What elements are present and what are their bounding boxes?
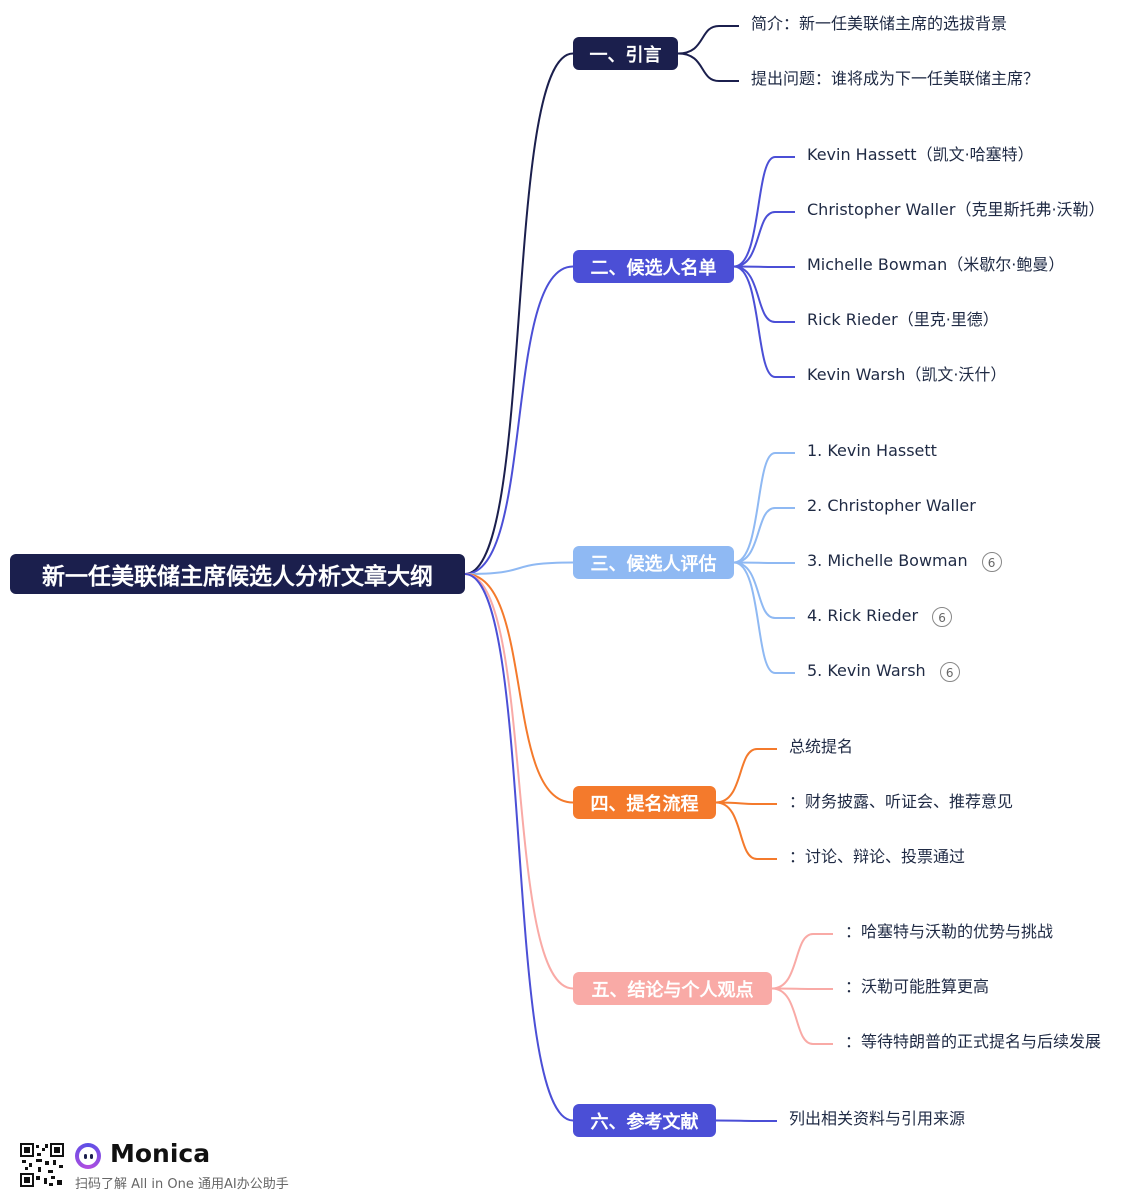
leaf-text: ：等待特朗普的正式提名与后续发展	[845, 1032, 1102, 1051]
leaf-node[interactable]: Michelle Bowman（米歇尔·鲍曼）	[807, 255, 1064, 275]
leaf-node[interactable]: ：沃勒可能胜算更高	[845, 977, 989, 997]
edge-branch-leaf	[733, 211, 776, 268]
root-node[interactable]: 新一任美联储主席候选人分析文章大纲	[10, 554, 465, 594]
edge-root-branch	[464, 573, 574, 1122]
branch-node[interactable]: 五、结论与个人观点	[573, 972, 772, 1005]
leaf-text: 4. Rick Rieder	[807, 606, 919, 625]
branch-node[interactable]: 二、候选人名单	[573, 250, 734, 283]
leaf-node[interactable]: Kevin Hassett（凯文·哈塞特）	[807, 145, 1034, 165]
qr-code-icon	[20, 1143, 64, 1187]
edge-branch-leaf	[715, 748, 758, 804]
leaf-node[interactable]: 2. Christopher Waller	[807, 496, 976, 516]
leaf-node[interactable]: 提出问题：谁将成为下一任美联储主席？	[751, 69, 1039, 89]
edge-root-branch	[464, 561, 574, 575]
citation-badge[interactable]: 6	[939, 661, 960, 682]
leaf-node[interactable]: 总统提名	[789, 737, 853, 757]
branch-node[interactable]: 六、参考文献	[573, 1104, 716, 1137]
leaf-node[interactable]: ：等待特朗普的正式提名与后续发展	[845, 1032, 1101, 1052]
footer: Monica 扫码了解 All in One 通用AI办公助手	[20, 1139, 320, 1193]
branch-node[interactable]: 一、引言	[573, 37, 678, 70]
leaf-text: 总统提名	[789, 737, 854, 756]
leaf-node[interactable]: 简介：新一任美联储主席的选拔背景	[751, 14, 1007, 34]
leaf-node[interactable]: Rick Rieder（里克·里德）	[807, 310, 999, 330]
branch-node[interactable]: 四、提名流程	[573, 786, 716, 819]
edge-branch-leaf	[733, 265, 776, 323]
leaf-node[interactable]: 5. Kevin Warsh 6	[807, 661, 960, 682]
citation-badge[interactable]: 6	[981, 551, 1002, 572]
leaf-text: 简介：新一任美联储主席的选拔背景	[751, 14, 1008, 33]
edge-root-branch	[464, 573, 574, 990]
edge-branch-leaf	[715, 1119, 758, 1122]
leaf-text: ：讨论、辩论、投票通过	[789, 847, 966, 866]
brand-name: Monica	[110, 1139, 211, 1168]
branch-node[interactable]: 三、候选人评估	[573, 546, 734, 579]
leaf-text: 2. Christopher Waller	[807, 496, 976, 515]
monica-logo-icon	[75, 1143, 101, 1169]
citation-badge[interactable]: 6	[932, 606, 953, 627]
leaf-node[interactable]: 3. Michelle Bowman 6	[807, 551, 1002, 572]
edge-branch-leaf	[733, 265, 776, 378]
leaf-text: 列出相关资料与引用来源	[789, 1109, 966, 1128]
edge-branch-leaf	[771, 933, 814, 990]
leaf-text: Michelle Bowman（米歇尔·鲍曼）	[807, 255, 1065, 274]
edge-root-branch	[464, 573, 574, 804]
edge-branch-leaf	[715, 801, 758, 860]
leaf-node[interactable]: Christopher Waller（克里斯托弗·沃勒）	[807, 200, 1105, 220]
leaf-node[interactable]: 1. Kevin Hassett	[807, 441, 937, 461]
leaf-node[interactable]: ：讨论、辩论、投票通过	[789, 847, 965, 867]
leaf-node[interactable]: Kevin Warsh（凯文·沃什）	[807, 365, 1006, 385]
leaf-text: 3. Michelle Bowman	[807, 551, 968, 570]
leaf-text: 提出问题：谁将成为下一任美联储主席？	[751, 69, 1040, 88]
leaf-node[interactable]: ：财务披露、听证会、推荐意见	[789, 792, 1013, 812]
leaf-node[interactable]: 4. Rick Rieder 6	[807, 606, 953, 627]
edge-branch-leaf	[733, 452, 776, 564]
slogan: 扫码了解 All in One 通用AI办公助手	[75, 1177, 289, 1192]
leaf-text: ：沃勒可能胜算更高	[845, 977, 990, 996]
leaf-node[interactable]: 列出相关资料与引用来源	[789, 1109, 965, 1129]
leaf-node[interactable]: ：哈塞特与沃勒的优势与挑战	[845, 922, 1053, 942]
leaf-text: 1. Kevin Hassett	[807, 441, 937, 460]
edge-branch-leaf	[733, 507, 776, 564]
edge-branch-leaf	[771, 987, 814, 1045]
leaf-text: 5. Kevin Warsh	[807, 661, 926, 680]
edge-branch-leaf	[733, 561, 776, 674]
leaf-text: Rick Rieder（里克·里德）	[807, 310, 999, 329]
leaf-text: ：哈塞特与沃勒的优势与挑战	[845, 922, 1054, 941]
leaf-text: Kevin Warsh（凯文·沃什）	[807, 365, 1007, 384]
leaf-text: Christopher Waller（克里斯托弗·沃勒）	[807, 200, 1105, 219]
edge-branch-leaf	[677, 25, 720, 55]
edge-root-branch	[464, 265, 574, 575]
edge-root-branch	[464, 52, 574, 575]
leaf-text: ：财务披露、听证会、推荐意见	[789, 792, 1014, 811]
edge-branch-leaf	[733, 156, 776, 268]
edge-branch-leaf	[733, 561, 776, 619]
edge-branch-leaf	[677, 52, 720, 82]
leaf-text: Kevin Hassett（凯文·哈塞特）	[807, 145, 1034, 164]
